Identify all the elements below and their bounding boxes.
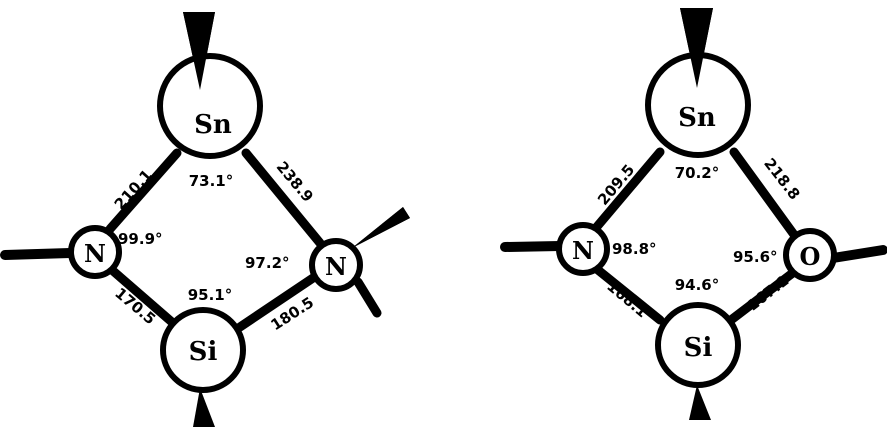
left-atom-sn: Sn — [157, 12, 263, 159]
right-atom-sn: Sn — [645, 8, 751, 158]
right-atom-o: O — [783, 228, 837, 282]
right-bond-sn-n — [590, 147, 665, 234]
left-bond-n-si-right — [235, 273, 318, 332]
left-substituent-n-left — [0, 248, 75, 260]
left-atom-n-right-label: N — [325, 252, 347, 281]
left-angle-label-si: 95.1° — [188, 286, 233, 304]
right-atom-n-label: N — [572, 236, 594, 265]
right-wedge-si — [689, 385, 711, 420]
left-bond-sn-n-right — [241, 148, 325, 248]
left-atom-n-left-label: N — [84, 239, 106, 268]
right-molecule: Sn N O Si 209.5 218.8 168.1 167.1 70.2° … — [500, 8, 887, 420]
left-molecule: Sn N N Si 210.1 238.9 170.5 180.5 73.1° … — [0, 12, 410, 427]
right-atom-o-label: O — [800, 242, 821, 271]
left-substituent-n-right-down — [353, 277, 382, 318]
right-angle-label-sn: 70.2° — [675, 164, 720, 182]
left-angle-label-n-left: 99.9° — [118, 230, 163, 248]
right-bond-label-n-si: 168.1 — [603, 277, 651, 321]
left-angle-label-n-right: 97.2° — [245, 254, 290, 272]
right-substituent-n — [500, 241, 565, 252]
right-atom-si-label: Si — [684, 333, 713, 363]
left-atom-n-left: N — [68, 225, 122, 279]
right-bond-n-si — [593, 265, 665, 325]
right-atom-n: N — [556, 222, 610, 276]
right-atom-sn-label: Sn — [678, 103, 716, 133]
right-angle-label-o: 95.6° — [733, 248, 778, 266]
left-atom-si: Si — [160, 307, 246, 393]
left-wedge-si — [193, 388, 215, 427]
right-bond-o-si — [726, 267, 799, 325]
left-atom-sn-label: Sn — [194, 110, 232, 140]
right-atom-si: Si — [655, 302, 741, 388]
right-bond-sn-o — [729, 147, 800, 241]
right-bond-label-o-si: 167.1 — [744, 271, 792, 314]
right-angle-label-si: 94.6° — [675, 276, 720, 294]
left-angle-label-sn: 73.1° — [189, 172, 234, 190]
left-bond-n-si-left — [107, 265, 178, 328]
left-bond-sn-n-left — [105, 148, 182, 234]
left-atom-n-right: N — [309, 207, 410, 292]
right-substituent-o — [828, 245, 887, 263]
left-atom-si-label: Si — [189, 337, 218, 367]
right-angle-label-n: 98.8° — [612, 240, 657, 258]
